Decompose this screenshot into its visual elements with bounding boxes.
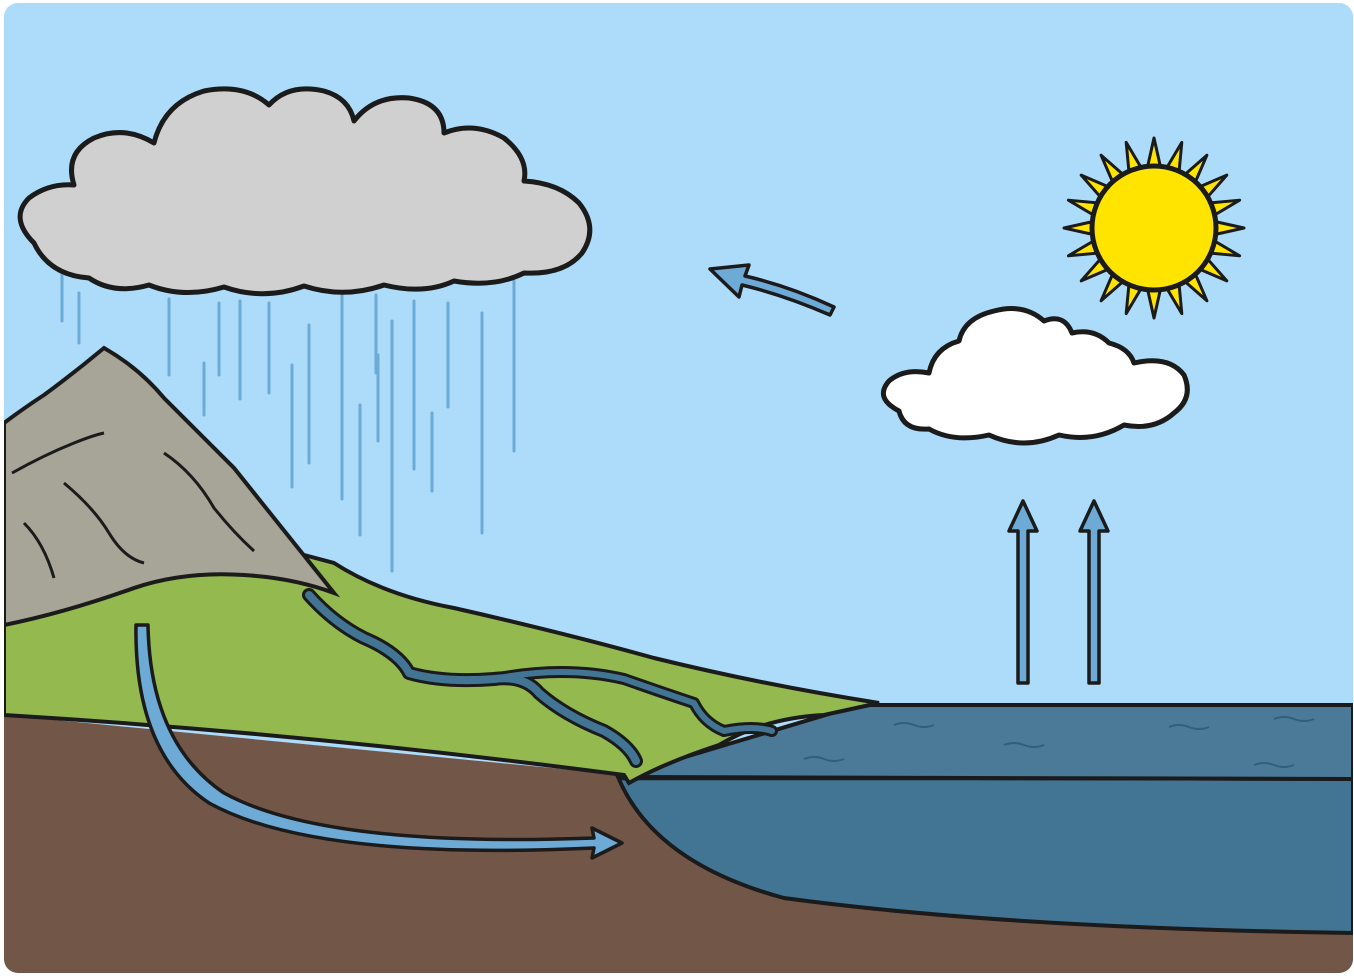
water-cycle-diagram [4,3,1353,973]
diagram-canvas [4,3,1353,973]
